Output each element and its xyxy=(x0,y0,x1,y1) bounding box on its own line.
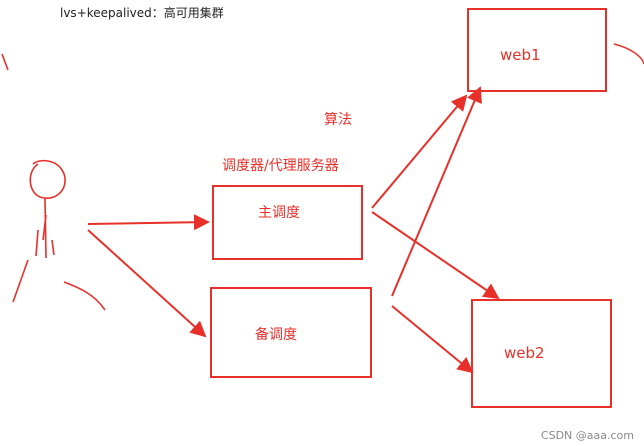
web2-label: web2 xyxy=(504,344,545,362)
arrow-main-to-web2 xyxy=(371,211,500,300)
user-figure xyxy=(1,53,106,311)
arrow-backup-to-web2 xyxy=(391,305,474,374)
main-scheduler-label: 主调度 xyxy=(258,205,300,221)
web1-box xyxy=(467,8,607,92)
scheduler-proxy-label: 调度器/代理服务器 xyxy=(222,158,339,174)
watermark: CSDN @aaa.com xyxy=(540,429,634,442)
arrow-main-to-web1 xyxy=(371,94,468,209)
arrow-user-to-main xyxy=(87,214,210,231)
arrow-backup-to-web1 xyxy=(391,86,482,297)
web1-bracket-mark xyxy=(613,43,644,65)
diagram-title: lvs+keepalived：高可用集群 xyxy=(60,6,224,20)
web1-label: web1 xyxy=(500,46,541,64)
backup-scheduler-box xyxy=(210,287,372,378)
backup-scheduler-label: 备调度 xyxy=(255,327,297,343)
algorithm-label: 算法 xyxy=(324,112,352,128)
web2-box xyxy=(471,299,612,408)
main-scheduler-box xyxy=(212,185,363,260)
arrow-user-to-backup xyxy=(87,229,207,338)
